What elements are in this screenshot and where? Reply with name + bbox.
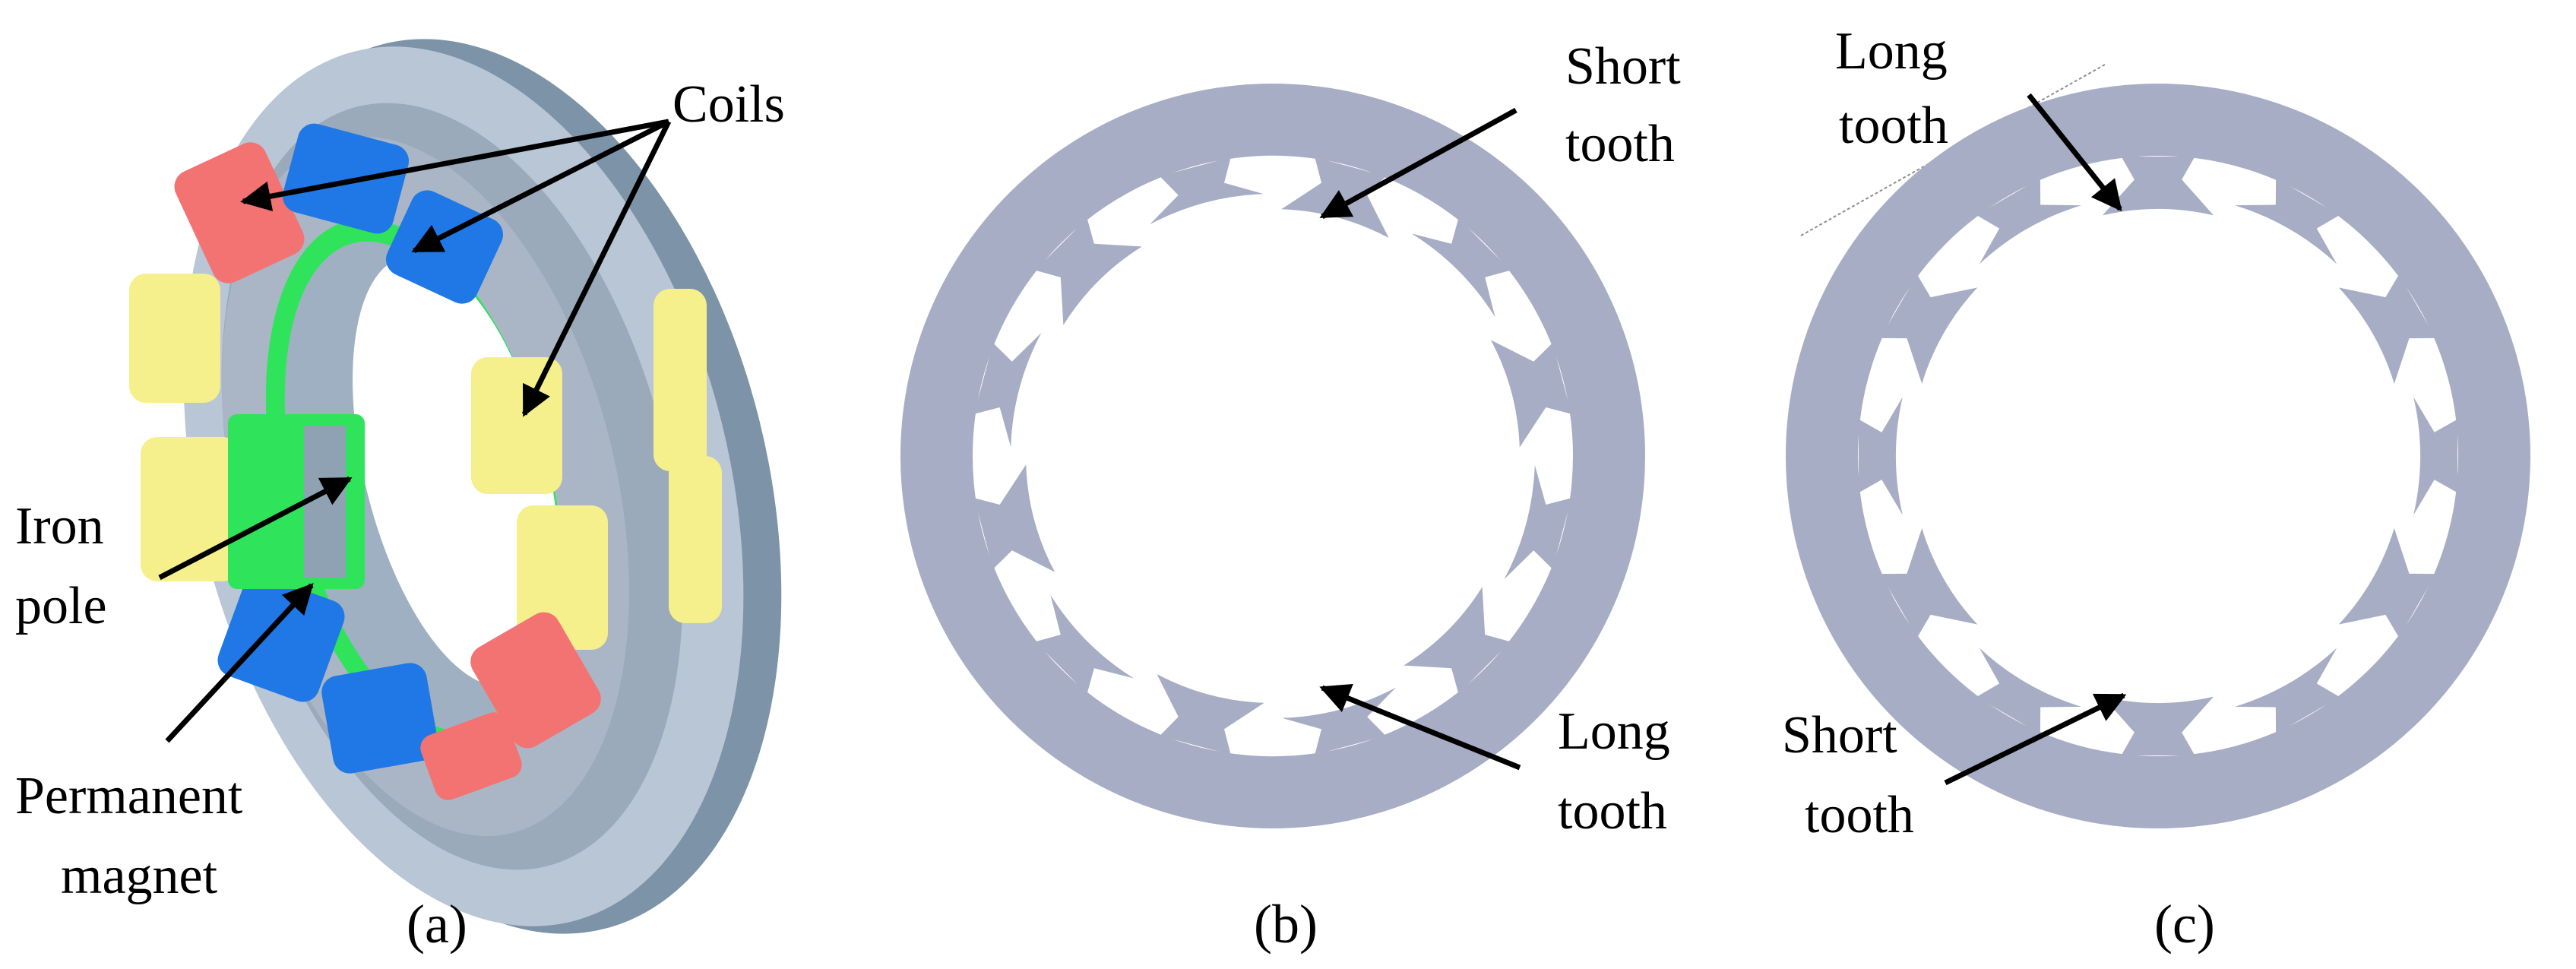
label-long-tooth-c-l1: Long bbox=[1835, 22, 1948, 81]
coil-yellow-left-upper bbox=[129, 274, 220, 403]
coil-red-bottom-front bbox=[420, 712, 522, 800]
coil-yellow-left-lower bbox=[141, 437, 239, 581]
stator-back-iron bbox=[900, 84, 1645, 828]
short-tooth bbox=[1976, 178, 2082, 264]
long-tooth bbox=[1490, 340, 1572, 448]
arrow-iron-pole bbox=[158, 476, 353, 581]
panel-a-motor-3d: Coils Iron pole Permanent magnet (a) bbox=[15, 39, 785, 955]
coil-blue-top bbox=[282, 123, 410, 234]
long-tooth bbox=[1157, 673, 1264, 755]
coil-yellow-right-upper bbox=[471, 357, 562, 494]
long-tooth bbox=[2102, 156, 2214, 216]
label-coils: Coils bbox=[672, 75, 785, 134]
long-tooth bbox=[1035, 218, 1142, 325]
arrow-coils-blue bbox=[411, 119, 670, 254]
short-tooth bbox=[2234, 648, 2340, 734]
label-magnet-l1: Permanent bbox=[15, 767, 243, 825]
label-short-tooth-b-l2: tooth bbox=[1565, 115, 1675, 173]
coil-set bbox=[129, 123, 722, 800]
long-tooth bbox=[973, 464, 1055, 572]
arrow-long-tooth-b bbox=[1319, 683, 1521, 771]
coil-red-bottom bbox=[470, 612, 601, 749]
coil-yellow-outer-lower bbox=[669, 456, 722, 623]
long-tooth bbox=[2338, 274, 2436, 384]
label-short-tooth-b-l1: Short bbox=[1565, 37, 1681, 96]
label-long-tooth-b-l2: tooth bbox=[1558, 782, 1667, 841]
coil-blue-bottom bbox=[321, 663, 438, 774]
stator-lamination-c bbox=[1786, 84, 2530, 828]
label-iron-pole-l2: pole bbox=[15, 577, 107, 635]
caption-b: (b) bbox=[1254, 894, 1318, 955]
short-tooth bbox=[1858, 397, 1903, 515]
caption-a: (a) bbox=[407, 894, 467, 955]
stator-lamination-b bbox=[900, 84, 1645, 828]
arrow-coils-yellow bbox=[521, 120, 672, 417]
long-tooth bbox=[1404, 587, 1511, 694]
short-tooth bbox=[2234, 178, 2340, 264]
arrow-magnet bbox=[165, 583, 314, 743]
long-tooth bbox=[1880, 274, 1978, 384]
short-tooth bbox=[2413, 397, 2458, 515]
label-iron-pole-l1: Iron bbox=[15, 497, 104, 556]
panel-b-stator: Short tooth Long tooth (b) bbox=[900, 37, 1681, 955]
short-tooth bbox=[1035, 594, 1135, 694]
label-magnet-l2: magnet bbox=[61, 847, 218, 905]
label-long-tooth-b-l1: Long bbox=[1558, 702, 1670, 761]
short-tooth bbox=[973, 333, 1042, 447]
long-tooth bbox=[1880, 528, 1978, 638]
arrow-short-tooth-c bbox=[1944, 692, 2127, 786]
coil-red-top bbox=[174, 142, 305, 283]
short-tooth bbox=[1504, 465, 1572, 579]
short-tooth bbox=[1976, 648, 2082, 734]
label-short-tooth-c-l1: Short bbox=[1782, 706, 1897, 765]
short-tooth bbox=[1411, 218, 1511, 318]
label-long-tooth-c-l2: tooth bbox=[1839, 97, 1948, 155]
label-short-tooth-c-l2: tooth bbox=[1805, 786, 1914, 844]
arrow-coils-red bbox=[240, 119, 669, 212]
arrow-long-tooth-c bbox=[2027, 93, 2122, 212]
panel-c-stator: Long tooth Short tooth (c) bbox=[1782, 22, 2530, 955]
coil-yellow-outer-upper bbox=[653, 289, 707, 471]
long-tooth bbox=[2338, 528, 2436, 638]
arrow-short-tooth-b bbox=[1319, 107, 1517, 220]
caption-c: (c) bbox=[2154, 894, 2215, 955]
short-tooth bbox=[1150, 157, 1264, 225]
long-tooth bbox=[2102, 696, 2214, 756]
